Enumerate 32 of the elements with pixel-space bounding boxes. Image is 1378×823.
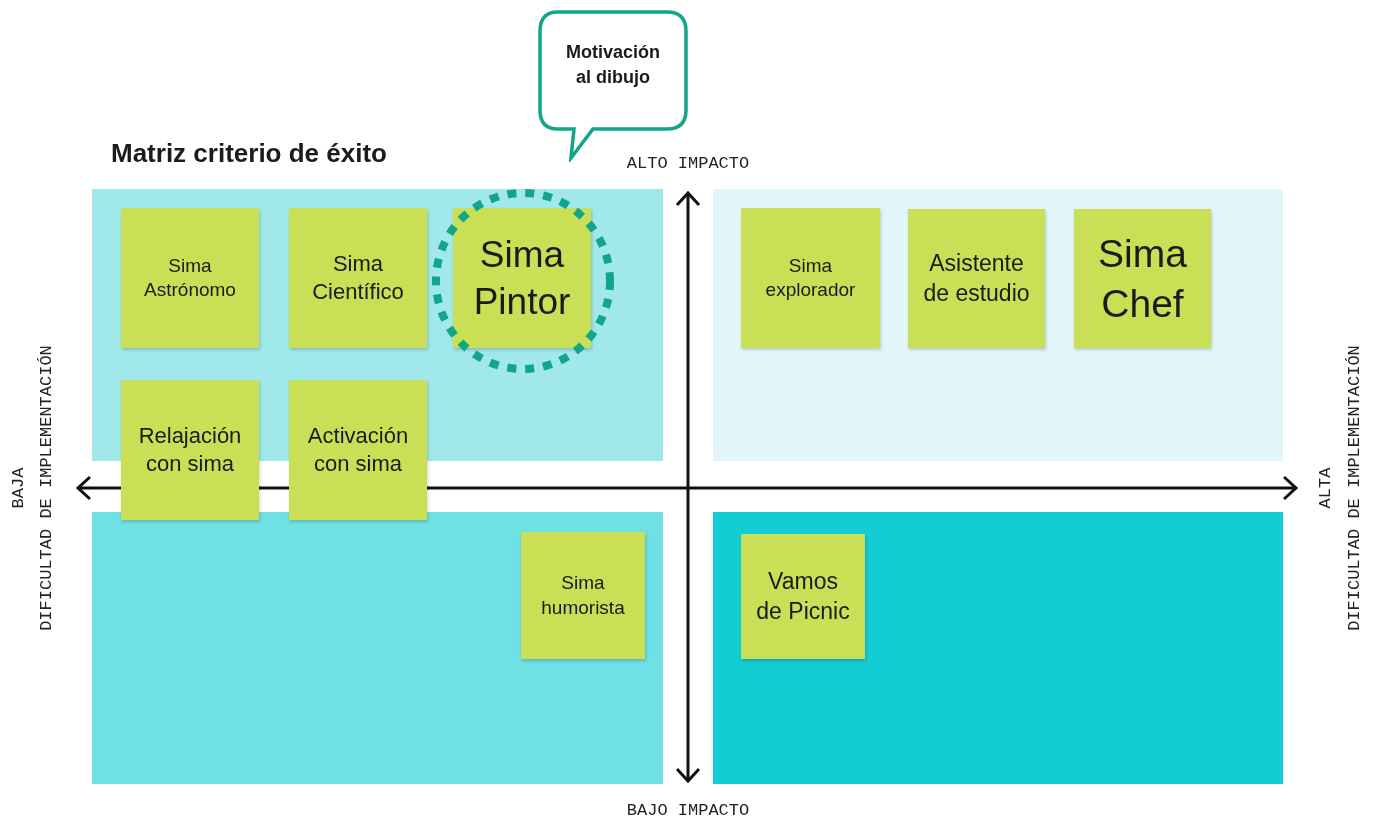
note-text: Sima Astrónomo — [143, 253, 237, 302]
quadrant-panel — [713, 189, 1283, 461]
sticky-note — [1074, 209, 1211, 348]
sticky-note — [741, 208, 880, 348]
axis-label-vertical: DIFICULTAD DE IMPLEMENTACIÓN — [1344, 345, 1364, 631]
note-text: Activación con sima — [306, 421, 410, 478]
quadrant-panel — [713, 512, 1283, 784]
sticky-note — [121, 380, 259, 520]
note-text: Sima explorador — [764, 253, 857, 302]
note-text: Vamos de Picnic — [755, 567, 851, 626]
note-text: Relajación con sima — [137, 421, 243, 478]
title: Matriz criterio de éxito — [111, 138, 387, 169]
sticky-note — [908, 209, 1045, 348]
note-text: Sima Científico — [311, 249, 405, 306]
sticky-note — [453, 208, 591, 348]
sticky-note — [741, 534, 865, 659]
note-text: Sima humorista — [540, 571, 626, 620]
quadrant-panel — [92, 512, 663, 784]
axis-label-vertical: BAJA — [8, 467, 28, 509]
dotted-circle — [432, 189, 614, 373]
note-text: Sima Pintor — [472, 232, 572, 324]
axis-label-vertical: DIFICULTAD DE IMPLEMENTACIÓN — [36, 345, 56, 631]
sticky-note — [289, 380, 427, 520]
axis-label: ALTO IMPACTO — [626, 153, 750, 173]
note-text: Sima Chef — [1097, 230, 1188, 327]
sticky-note — [121, 208, 259, 348]
sticky-note — [521, 532, 645, 659]
axis-label-vertical: ALTA — [1315, 467, 1335, 509]
note-text: Asistente de estudio — [922, 249, 1031, 308]
callout-text: Motivación al dibujo — [565, 41, 661, 90]
sticky-note — [289, 208, 427, 348]
axis-label: BAJO IMPACTO — [626, 800, 750, 820]
